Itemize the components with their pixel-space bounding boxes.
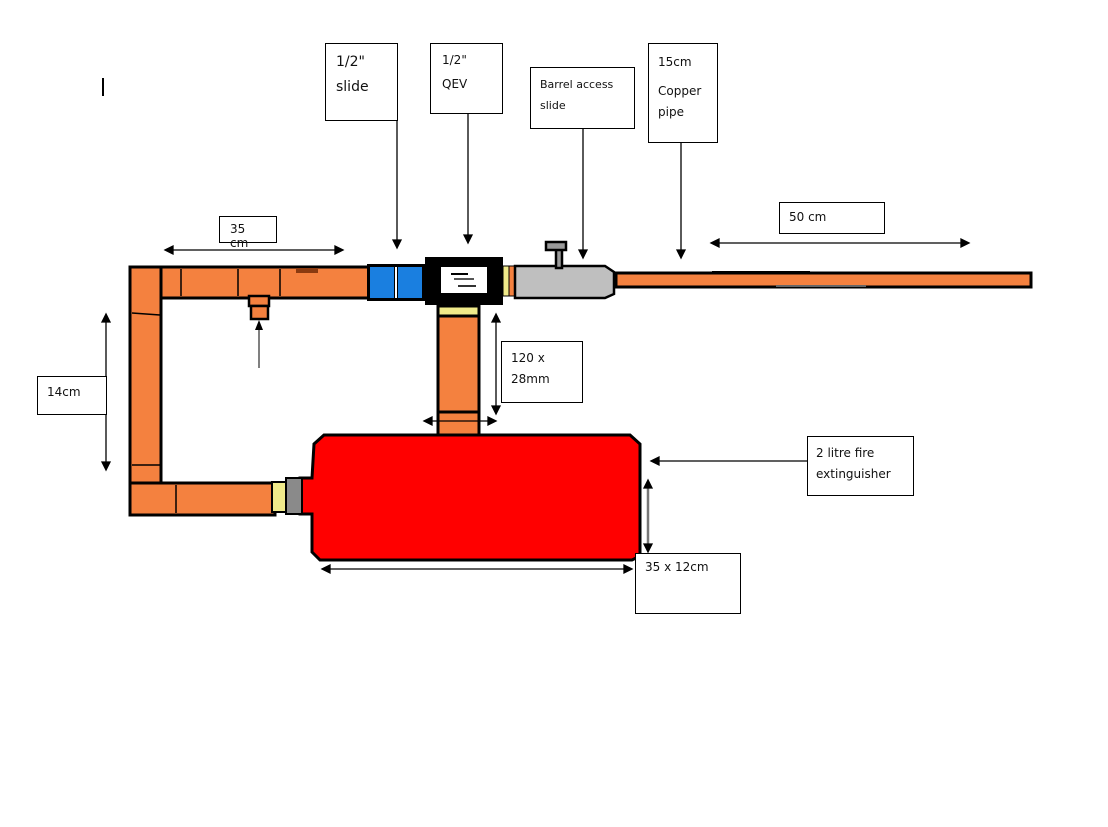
label-copper-pipe: 15cm Copper pipe: [648, 43, 718, 143]
label-top-pipe-length: 35 cm: [219, 216, 277, 250]
label-tank-size: 35 x 12cm: [635, 553, 741, 614]
dimension-arrows: [100, 113, 971, 575]
text-cursor: [102, 78, 104, 96]
bottom-copper-pipe: [128, 481, 277, 517]
barrel-access-slide: [513, 240, 616, 300]
label-riser-pipe: 120 x 28mm: [501, 341, 583, 403]
label-slide: 1/2" slide: [325, 43, 398, 121]
pipe-marking: [296, 268, 318, 273]
riser-pipe: [436, 304, 481, 438]
label-barrel-length: 50 cm: [779, 202, 885, 234]
fill-valve-arrowhead: [255, 320, 263, 330]
label-side-pipe-length: 14cm: [37, 376, 107, 415]
copper-barrel: [614, 271, 1033, 289]
fire-extinguisher-tank: [271, 433, 642, 562]
left-copper-pipe: [128, 265, 163, 517]
label-fire-extinguisher: 2 litre fire extinguisher: [807, 436, 914, 496]
label-barrel-access: Barrel access slide: [530, 67, 635, 129]
top-copper-pipe: [128, 265, 372, 300]
copper-pipe-loop: [128, 265, 372, 517]
slide-valve: [367, 264, 425, 301]
pipe-joints: [131, 269, 281, 513]
qev-block: [425, 257, 516, 305]
tee-stub: [247, 294, 271, 321]
label-qev: 1/2" QEV: [430, 43, 503, 114]
